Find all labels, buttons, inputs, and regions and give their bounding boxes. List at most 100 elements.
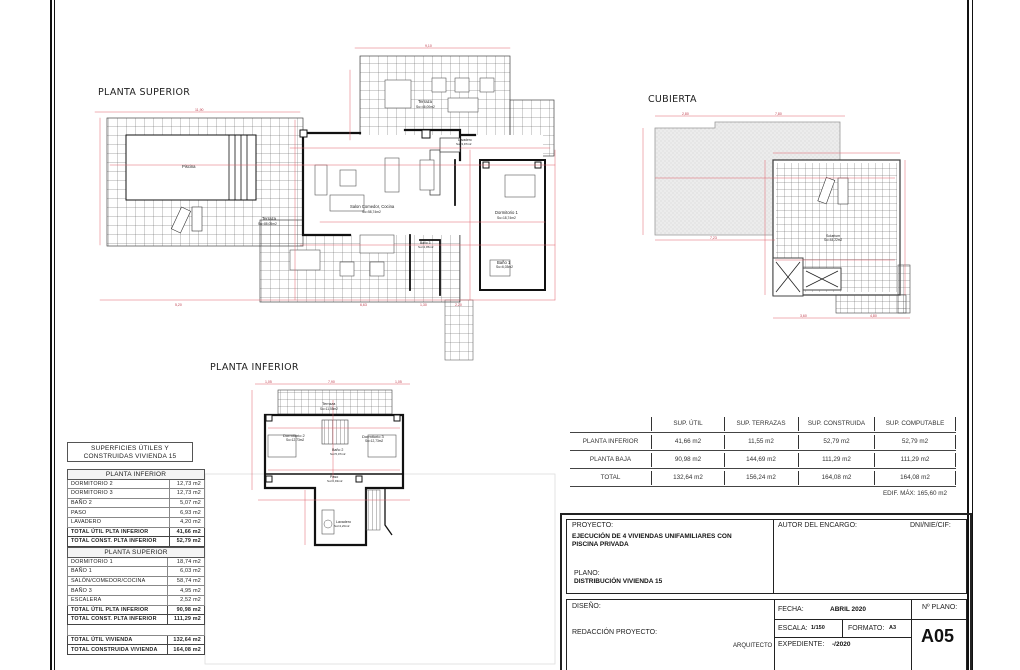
svg-text:Su=11,55m2: Su=11,55m2 (320, 407, 338, 411)
plano-value: DISTRIBUCIÓN VIVIENDA 15 (574, 578, 663, 585)
table-header: PLANTA INFERIOR (67, 469, 205, 480)
svg-text:5,20: 5,20 (175, 303, 182, 307)
svg-text:Su=18,74m2: Su=18,74m2 (497, 216, 516, 220)
proyecto-value-line1: EJECUCIÓN DE 4 VIVIENDAS UNIFAMILIARES C… (572, 533, 732, 540)
sheet-border-right-inner (972, 0, 973, 670)
svg-text:Terraza: Terraza (262, 216, 277, 221)
diseno-label: DISEÑO: (572, 603, 601, 610)
svg-text:Salon Comedor, Cocina: Salon Comedor, Cocina (350, 204, 395, 209)
svg-text:Su=6,93m2: Su=6,93m2 (327, 479, 343, 483)
svg-text:Su=3,97m2: Su=3,97m2 (456, 142, 472, 146)
autor-label: AUTOR DEL ENCARGO: (778, 522, 857, 529)
plan-title-upper: PLANTA SUPERIOR (98, 87, 191, 98)
svg-text:2,80: 2,80 (682, 112, 689, 116)
svg-text:Piscina: Piscina (182, 164, 196, 169)
plano-number-label: Nº PLANO: (922, 604, 958, 611)
svg-text:1,30: 1,30 (420, 303, 427, 307)
redaccion-label: REDACCIÓN PROYECTO: (572, 629, 658, 636)
plano-label: PLANO: (574, 570, 600, 577)
formato-value: A3 (889, 625, 897, 631)
plan-title-lower: PLANTA INFERIOR (210, 362, 299, 373)
plan-upper: 11,90 9,10 5,20 6,63 1,30 2,20 Piscina T… (94, 44, 556, 361)
svg-text:Dormitorio 3: Dormitorio 3 (362, 434, 385, 439)
column-header: SUP. TERRAZAS (736, 420, 786, 427)
max-buildable-note: EDIF. MÁX: 165,60 m2 (882, 490, 948, 497)
column-header: SUP. COMPUTABLE (885, 420, 945, 427)
proyecto-label: PROYECTO: (572, 522, 614, 529)
dni-label: DNI/NIE/CIF: (910, 522, 951, 529)
expediente-value: -/2020 (832, 641, 851, 648)
svg-text:1,05: 1,05 (395, 380, 402, 384)
formato-label: FORMATO: (848, 625, 885, 632)
svg-text:Lavadero: Lavadero (336, 520, 351, 524)
table-row: PLANTA INFERIOR 41,66 m2 11,55 m2 52,79 … (570, 434, 956, 450)
table-row: PLANTA BAJA 90,98 m2 144,69 m2 111,29 m2… (570, 452, 956, 468)
svg-text:Su=88,05m2: Su=88,05m2 (258, 222, 277, 226)
expediente-label: EXPEDIENTE: (778, 641, 825, 648)
svg-text:7,80: 7,80 (775, 112, 782, 116)
fecha-label: FECHA: (778, 606, 804, 613)
svg-text:Baño 1: Baño 1 (497, 260, 511, 265)
svg-text:Su=4,20m2: Su=4,20m2 (334, 524, 350, 528)
svg-text:Paso: Paso (330, 475, 338, 479)
svg-text:Su=44,22m2: Su=44,22m2 (824, 238, 842, 242)
sheet-border-left-outer (50, 0, 52, 670)
sheet-border-left-inner (54, 0, 55, 670)
svg-text:Su=12,73m2: Su=12,73m2 (286, 438, 304, 442)
autor-box (773, 519, 967, 594)
escala-value: 1/150 (811, 625, 825, 631)
svg-text:Su=4,95m2: Su=4,95m2 (418, 245, 434, 249)
proyecto-value-line2: PISCINA PRIVADA (572, 541, 629, 548)
arquitecto-label: ARQUITECTO (733, 643, 773, 649)
svg-text:Su=6,03m2: Su=6,03m2 (496, 265, 513, 269)
column-header: SUP. ÚTIL (673, 420, 703, 427)
svg-text:Terraza: Terraza (418, 99, 433, 104)
sheet-border-right-outer (967, 0, 969, 670)
svg-text:Solarium: Solarium (826, 234, 840, 238)
svg-text:6,63: 6,63 (360, 303, 367, 307)
svg-text:11,90: 11,90 (195, 108, 204, 112)
surfaces-panel-title: SUPERFICIES ÚTILES Y CONSTRUIDAS VIVIEND… (67, 442, 193, 462)
escala-label: ESCALA: (778, 625, 808, 632)
svg-text:Lavadero: Lavadero (458, 138, 472, 142)
svg-text:Dormitorio 1: Dormitorio 1 (495, 210, 518, 215)
svg-text:Su=5,07m2: Su=5,07m2 (330, 452, 346, 456)
svg-text:Terraza: Terraza (322, 401, 336, 406)
svg-text:1,05: 1,05 (265, 380, 272, 384)
svg-text:Su=58,74m2: Su=58,74m2 (362, 210, 381, 214)
plano-number-value: A05 (921, 626, 955, 646)
table-row: TOTAL 132,64 m2 156,24 m2 164,08 m2 164,… (570, 470, 956, 486)
svg-text:Su=46,00m2: Su=46,00m2 (416, 105, 435, 109)
svg-text:Baño 3: Baño 3 (420, 241, 431, 245)
table-header: PLANTA SUPERIOR (67, 547, 205, 558)
plano-number-box (911, 599, 967, 670)
svg-text:Su=12,73m2: Su=12,73m2 (365, 439, 383, 443)
svg-text:4,80: 4,80 (870, 314, 877, 318)
svg-text:Baño 2: Baño 2 (332, 448, 343, 452)
column-header: SUP. CONSTRUIDA (807, 420, 866, 427)
svg-text:9,10: 9,10 (425, 44, 432, 48)
svg-text:3,60: 3,60 (800, 314, 807, 318)
fecha-value: ABRIL 2020 (830, 606, 867, 613)
svg-text:2,20: 2,20 (455, 303, 462, 307)
